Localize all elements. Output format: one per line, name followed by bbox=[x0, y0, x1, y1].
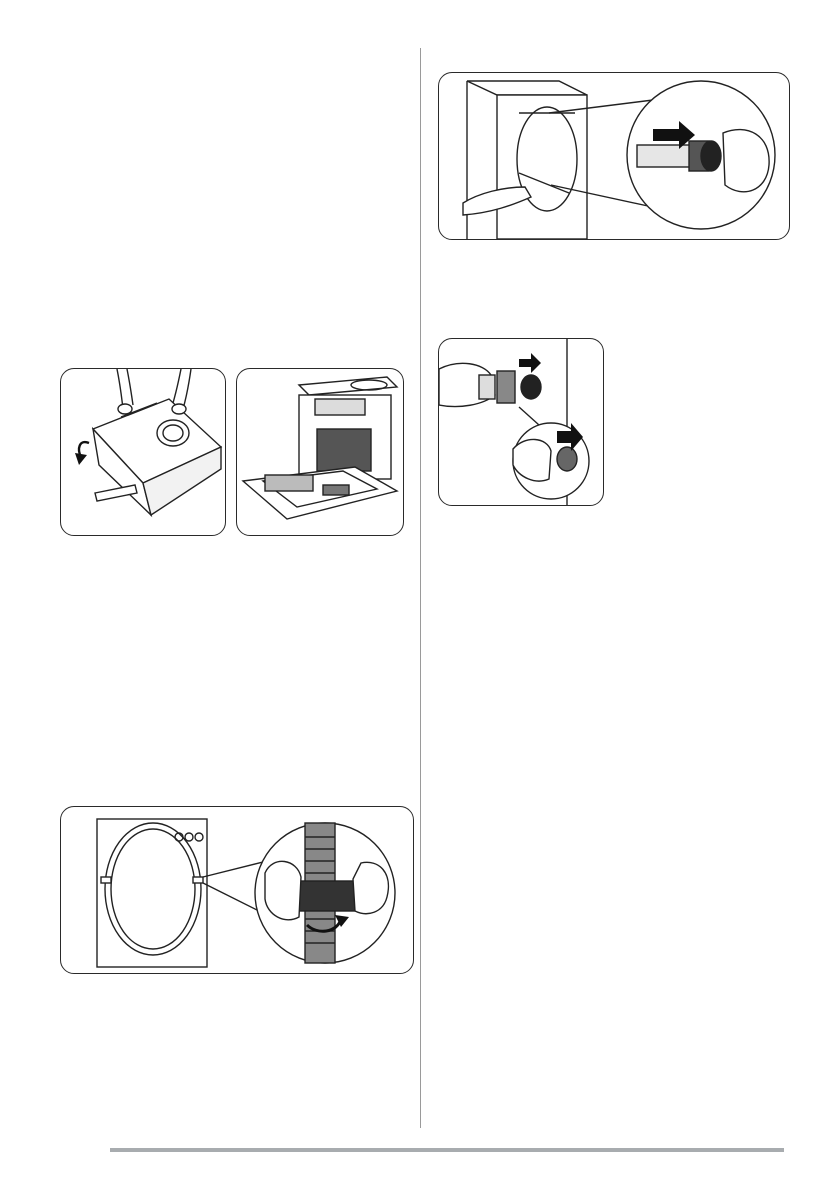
rotate-arrow-icon bbox=[75, 442, 89, 465]
column-divider bbox=[420, 48, 421, 1128]
illustration-release-hose bbox=[60, 806, 414, 974]
tilt-machine-drawing bbox=[61, 369, 225, 535]
illustration-insert-caps bbox=[438, 338, 604, 506]
plastic-cap-drawing bbox=[439, 339, 603, 505]
transit-bolt-drawing bbox=[439, 73, 789, 239]
hose-clip-drawing bbox=[61, 807, 413, 973]
illustration-remove-transit-bolts bbox=[438, 72, 790, 240]
packaging-drawing bbox=[237, 369, 403, 535]
illustration-tilt-machine bbox=[60, 368, 226, 536]
footer-rule bbox=[110, 1148, 784, 1152]
illustration-remove-packaging bbox=[236, 368, 404, 536]
arrow-right-icon bbox=[519, 353, 541, 373]
